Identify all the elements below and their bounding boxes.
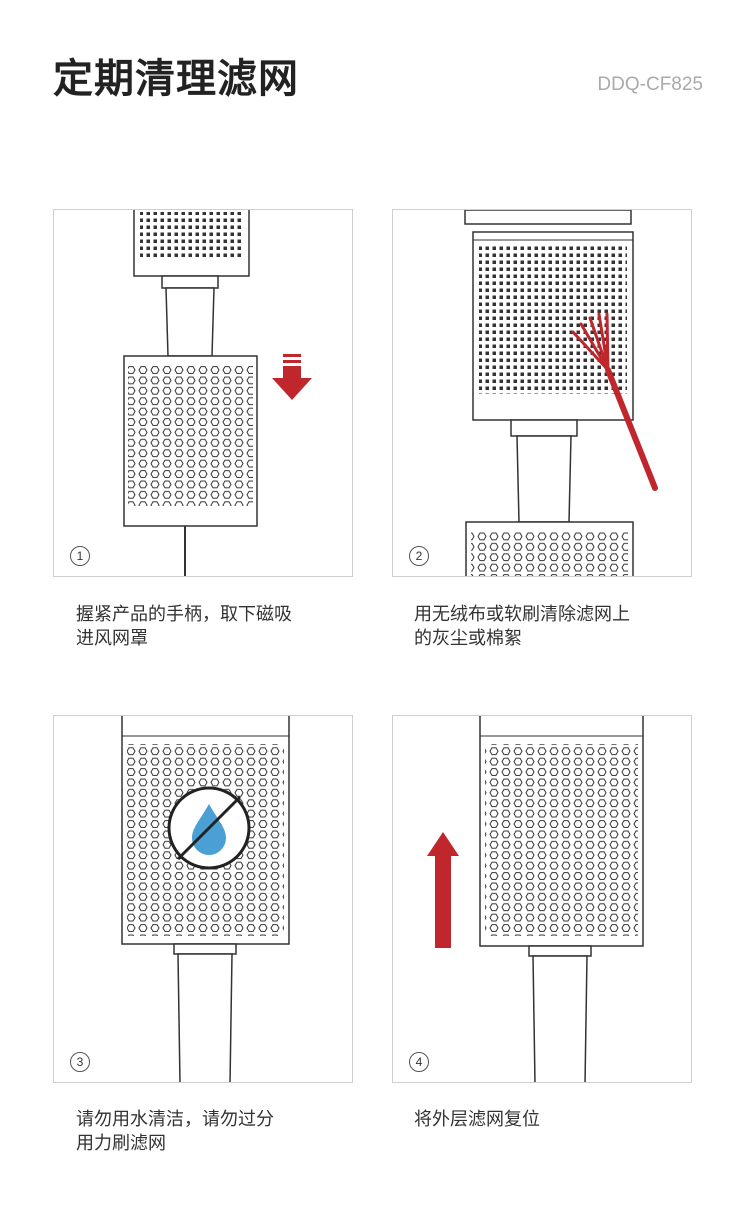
caption-line: 用无绒布或软刷清除滤网上 [414, 604, 630, 625]
step-4-illustration: 4 [392, 715, 692, 1083]
step-3-caption: 请勿用水清洁，请勿过分 用力刷滤网 [76, 1108, 346, 1156]
remove-filter-drawing [123, 210, 312, 576]
caption-line: 请勿用水清洁，请勿过分 [76, 1109, 274, 1130]
step-3-illustration: 3 [53, 715, 353, 1083]
no-water-drawing [121, 716, 290, 1082]
caption-line: 进风网罩 [76, 628, 148, 649]
model-number: DDQ-CF825 [597, 74, 703, 95]
no-water-icon [167, 786, 251, 870]
caption-line: 将外层滤网复位 [414, 1109, 540, 1130]
page-title: 定期清理滤网 [53, 56, 299, 102]
caption-line: 的灰尘或棉絮 [414, 628, 522, 649]
step-number: 4 [409, 1052, 429, 1072]
step-number: 1 [70, 546, 90, 566]
step-number: 3 [70, 1052, 90, 1072]
step-1-illustration: 1 [53, 209, 353, 577]
step-2-caption: 用无绒布或软刷清除滤网上 的灰尘或棉絮 [414, 603, 684, 651]
brush-icon [571, 312, 658, 491]
down-arrow-icon [272, 354, 312, 400]
step-4-caption: 将外层滤网复位 [414, 1108, 684, 1132]
reinstall-filter-drawing [427, 716, 644, 1082]
brush-filter-drawing [464, 210, 658, 576]
caption-line: 握紧产品的手柄，取下磁吸 [76, 604, 292, 625]
step-2-illustration: 2 [392, 209, 692, 577]
step-number: 2 [409, 546, 429, 566]
step-1-caption: 握紧产品的手柄，取下磁吸 进风网罩 [76, 603, 346, 651]
caption-line: 用力刷滤网 [76, 1133, 166, 1154]
up-arrow-icon [427, 832, 459, 948]
